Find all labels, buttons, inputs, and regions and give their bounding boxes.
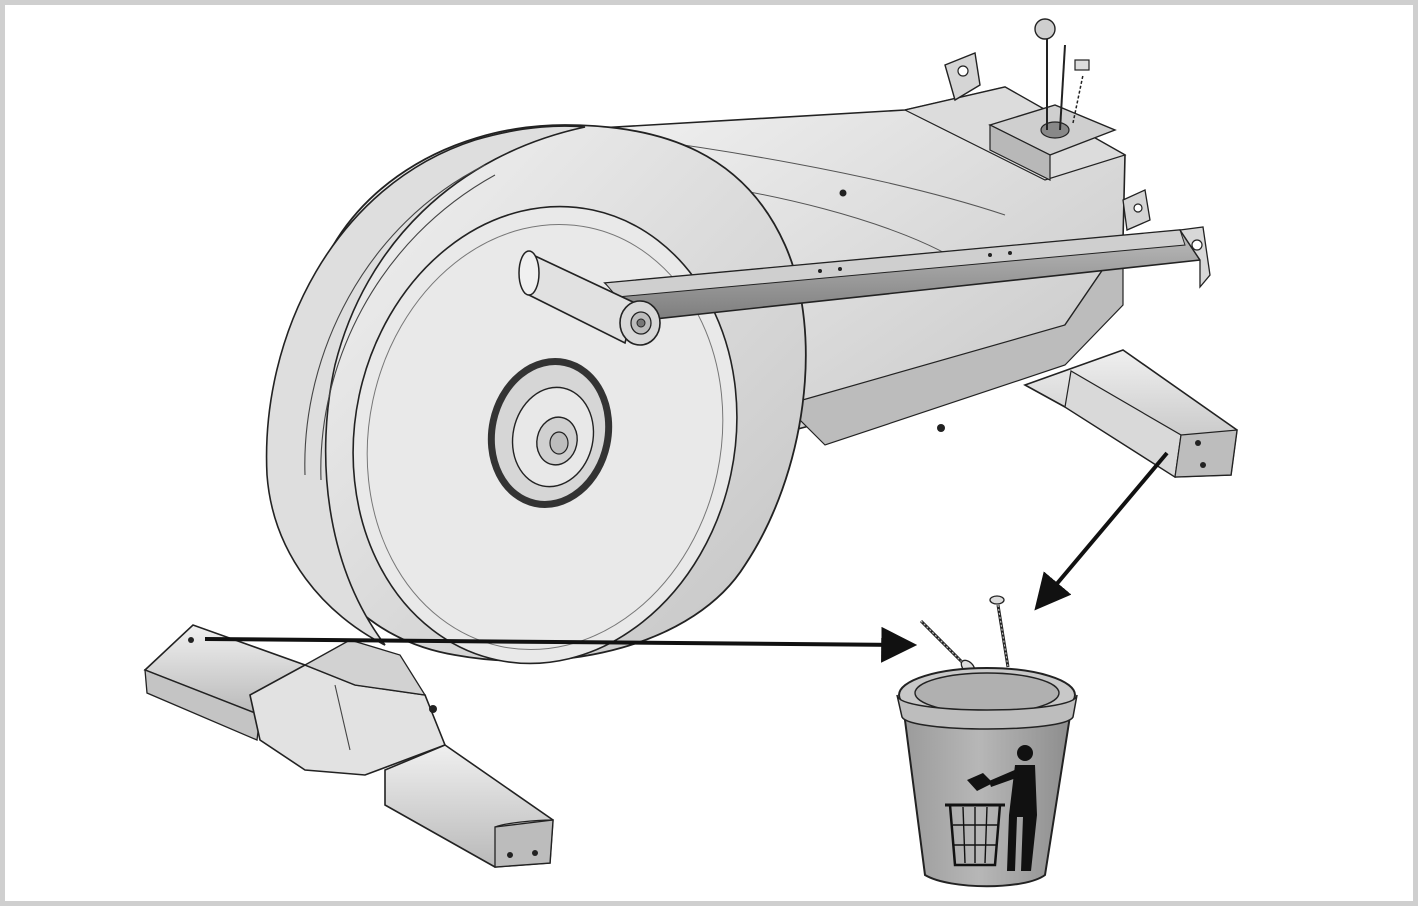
- trash-bin-icon: [896, 667, 1078, 888]
- arrow-from-rear-foot: [1034, 451, 1169, 611]
- main-frame-body: [265, 86, 1127, 665]
- arrows: [204, 451, 1169, 663]
- console-mast-mount: [944, 18, 1151, 231]
- litter-person-icon: [945, 745, 1037, 871]
- assembly-diagram: [143, 18, 1238, 888]
- front-stabilizer: [143, 624, 554, 868]
- arrow-from-front-foot: [204, 626, 918, 663]
- screw-icon: [989, 595, 1010, 668]
- rear-stabilizer: [1023, 349, 1238, 479]
- crank-arm-beam: [518, 226, 1211, 346]
